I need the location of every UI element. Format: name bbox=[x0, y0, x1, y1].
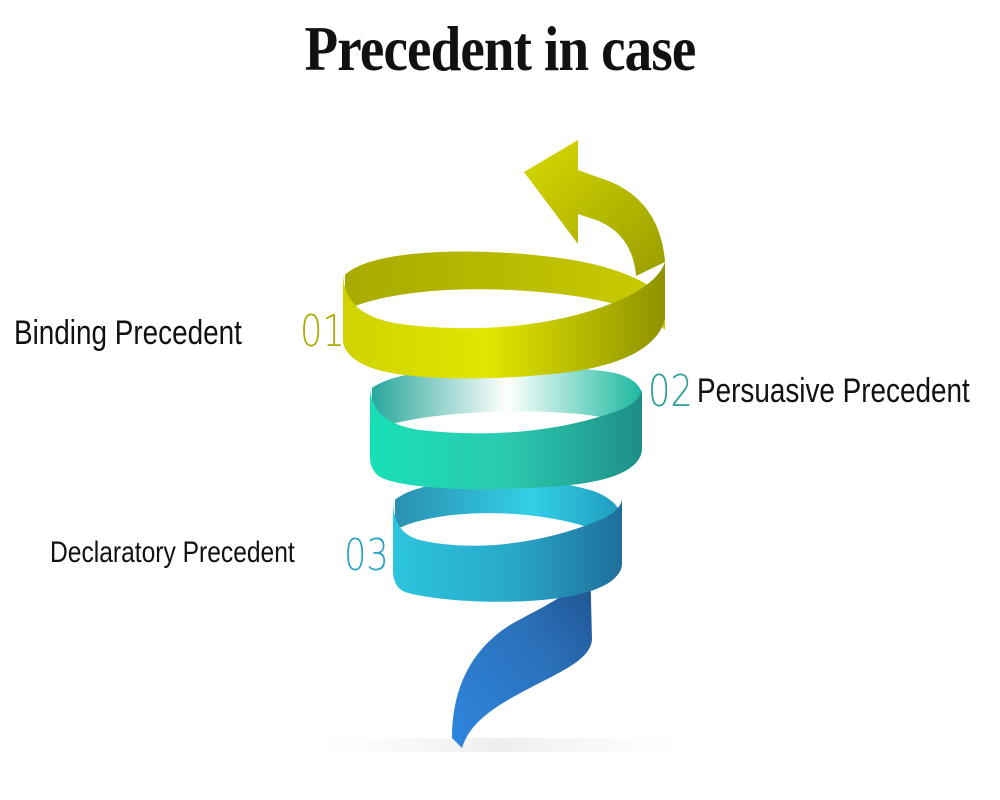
ribbon-tail-blue bbox=[452, 560, 592, 748]
item-number-03: 03 bbox=[344, 530, 389, 581]
item-label-persuasive: Persuasive Precedent bbox=[697, 372, 970, 410]
item-label-declaratory: Declaratory Precedent bbox=[50, 536, 295, 569]
item-number-02: 02 bbox=[648, 366, 693, 417]
ribbon-level3-front bbox=[393, 498, 622, 602]
ribbon-level3-back bbox=[395, 478, 622, 560]
item-number-01: 01 bbox=[300, 306, 345, 357]
ribbon-level2-back bbox=[372, 365, 642, 444]
item-label-binding: Binding Precedent bbox=[14, 314, 242, 352]
ribbon-arrow-head bbox=[524, 140, 665, 276]
floor-shadow bbox=[320, 738, 680, 752]
page-title: Precedent in case bbox=[304, 13, 697, 84]
ribbon-level2-front bbox=[370, 385, 642, 490]
ribbon-level1-back bbox=[345, 251, 665, 330]
ribbon-level1-front bbox=[343, 262, 665, 379]
